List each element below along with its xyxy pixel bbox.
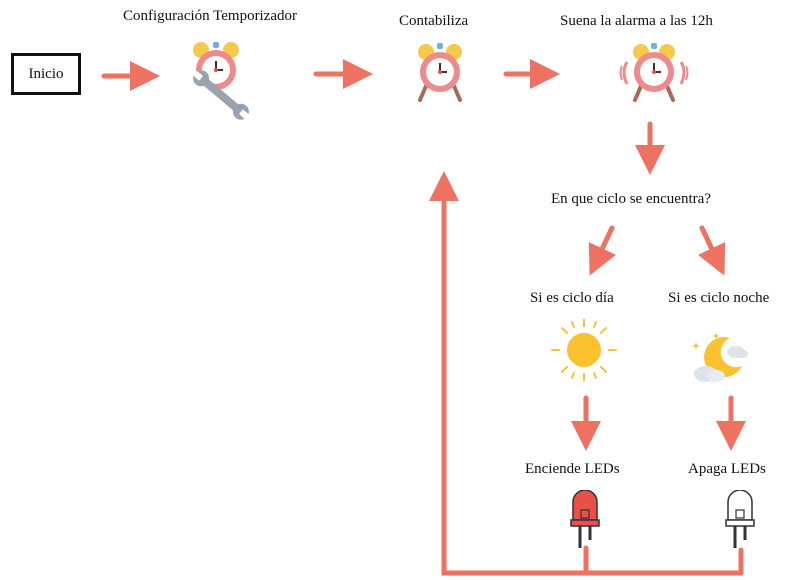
arrow-question-night xyxy=(698,225,726,276)
leds-off-label: Apaga LEDs xyxy=(688,461,766,477)
arrow-loop-back xyxy=(429,171,589,576)
alarm-clock-wrench-icon xyxy=(193,42,249,120)
config-timer-label: Configuración Temporizador xyxy=(123,8,298,24)
sun-icon xyxy=(551,319,617,381)
leds-on-label: Enciende LEDs xyxy=(525,461,620,477)
alarm-clock-icon xyxy=(418,43,462,102)
count-label: Contabiliza xyxy=(399,13,469,29)
moon-clouds-icon xyxy=(692,333,748,382)
start-node: Inicio xyxy=(11,53,81,95)
arrow-question-day xyxy=(588,225,616,276)
night-cycle-label: Si es ciclo noche xyxy=(668,290,770,306)
ringing-alarm-clock-icon xyxy=(619,43,689,102)
question-label: En que ciclo se encuentra? xyxy=(551,191,711,207)
alarm-label: Suena la alarma a las 12h xyxy=(560,13,713,29)
red-led-icon xyxy=(570,490,600,548)
day-cycle-label: Si es ciclo día xyxy=(530,290,614,306)
white-led-icon xyxy=(725,490,755,548)
